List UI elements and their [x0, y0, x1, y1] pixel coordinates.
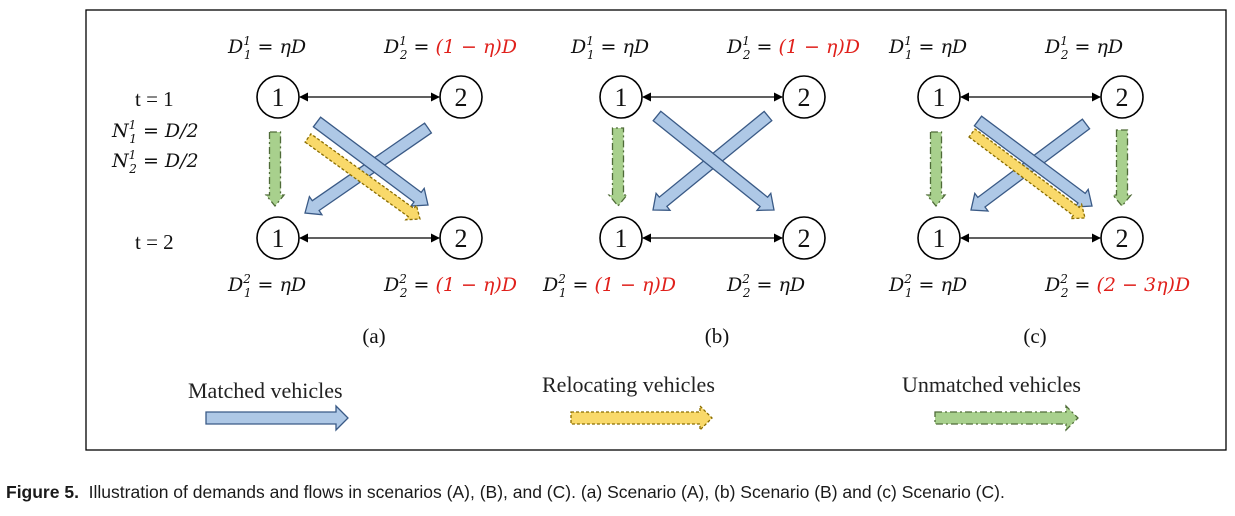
svg-text:1: 1 — [615, 83, 628, 112]
matched-flow-1to2 — [312, 116, 429, 207]
node-1-t1: 1 — [917, 75, 961, 119]
node-2-t1: 2 — [1100, 75, 1144, 119]
legend: Matched vehicles Relocating vehicles Unm… — [188, 372, 1081, 432]
figure-caption: Figure 5. Illustration of demands and fl… — [6, 482, 1235, 503]
panel-tag: (c) — [1023, 324, 1046, 348]
unmatched-flow-1 — [607, 127, 629, 208]
svg-text:2: 2 — [1116, 224, 1129, 253]
matched-flow-1to2 — [973, 115, 1093, 208]
panel-tag: (a) — [362, 324, 385, 348]
figure-frame — [85, 9, 1227, 451]
svg-text:1: 1 — [933, 224, 946, 253]
svg-text:2: 2 — [1116, 83, 1129, 112]
node-1-t2: 1 — [599, 216, 643, 260]
unmatched-flow-2 — [1111, 129, 1133, 208]
svg-text:1: 1 — [272, 224, 285, 253]
node-2-t1: 2 — [782, 75, 826, 119]
time-label-t2: t = 2 — [135, 230, 174, 254]
node-1-t2: 1 — [256, 216, 300, 260]
svg-text:2: 2 — [455, 224, 468, 253]
relocating-flow-1to2 — [968, 128, 1086, 220]
svg-text:1: 1 — [933, 83, 946, 112]
node-1-t1: 1 — [599, 75, 643, 119]
node-2-t2: 2 — [439, 216, 483, 260]
legend-relocating-arrow — [570, 404, 713, 432]
panel-tag: (b) — [705, 324, 730, 348]
svg-text:2: 2 — [798, 83, 811, 112]
time-label-t1: t = 1 — [135, 87, 174, 111]
legend-unmatched-label: Unmatched vehicles — [902, 372, 1081, 397]
node-1-t2: 1 — [917, 216, 961, 260]
matched-flow-1to2 — [652, 110, 775, 212]
node-1-t1: 1 — [256, 75, 300, 119]
unmatched-flow-1 — [264, 131, 286, 208]
caption-label: Figure 5. — [6, 482, 79, 502]
legend-matched-label: Matched vehicles — [188, 378, 343, 403]
legend-matched-arrow — [205, 404, 349, 432]
svg-text:1: 1 — [272, 83, 285, 112]
unmatched-flow-1 — [925, 131, 947, 208]
node-2-t2: 2 — [1100, 216, 1144, 260]
legend-relocating-label: Relocating vehicles — [542, 372, 715, 397]
relocating-flow-1to2 — [304, 132, 421, 221]
svg-text:1: 1 — [615, 224, 628, 253]
matched-flow-2to1 — [304, 122, 433, 216]
node-2-t2: 2 — [782, 216, 826, 260]
svg-text:2: 2 — [798, 224, 811, 253]
svg-text:2: 2 — [455, 83, 468, 112]
caption-text: Illustration of demands and flows in sce… — [88, 482, 1005, 502]
legend-unmatched-arrow — [934, 404, 1079, 432]
node-2-t1: 2 — [439, 75, 483, 119]
